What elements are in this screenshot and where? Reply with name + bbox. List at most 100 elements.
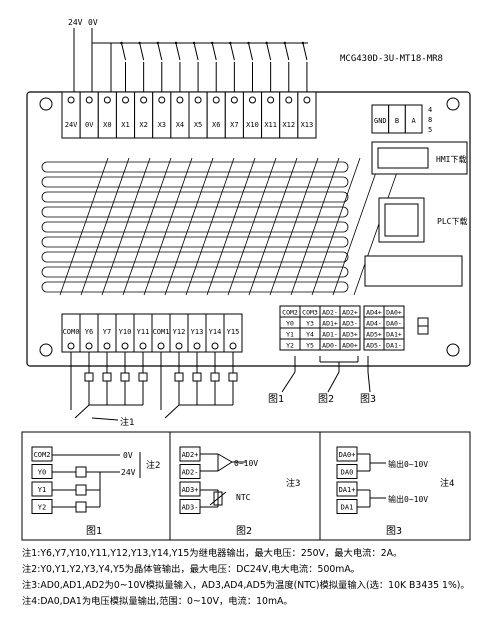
- top-terminal-x4: [170, 91, 190, 139]
- top-terminal-x6: [206, 91, 226, 139]
- relay-bus-lead: [74, 404, 90, 419]
- io-block-1-label: Y1: [286, 331, 294, 339]
- block-label-3: 图3: [360, 393, 376, 405]
- io-block-2-label: AD3-: [342, 320, 358, 328]
- fig1-terms-box: [31, 481, 53, 497]
- top-terminal-label: X2: [139, 121, 147, 129]
- io-block-2-label: AD1+: [322, 320, 338, 328]
- fig2-range: 0~10V: [234, 459, 258, 468]
- top-wiring: [73, 28, 308, 92]
- io-block-3-cell: [383, 338, 405, 351]
- io-block-1-label: COM2: [282, 309, 298, 317]
- relay-coil: [102, 372, 112, 382]
- io-block-2-label: AD1-: [322, 331, 338, 339]
- relay-coil: [138, 372, 148, 382]
- fig2-terms-box: [179, 481, 201, 497]
- relay-coil: [210, 372, 220, 382]
- output-terminal-label: Y15: [227, 328, 240, 336]
- fig3-out-1: 输出0~10V: [388, 459, 428, 469]
- output-terminal-label: Y11: [137, 328, 150, 336]
- vent-hatch: [332, 157, 382, 296]
- terminal-screw: [267, 96, 275, 104]
- switch-contact: [302, 42, 308, 61]
- fig3-caption: 图3: [386, 525, 402, 537]
- terminal-screw: [85, 96, 93, 104]
- io-block-2-label: AD2-: [322, 309, 338, 317]
- mount-hole-br: [446, 343, 460, 357]
- io-block-3-label: DA0-: [386, 320, 402, 328]
- relay-coil: [120, 372, 130, 382]
- top-terminal-label: X4: [176, 121, 184, 129]
- switch-contact: [121, 42, 126, 61]
- fig2-terms-label: AD2-: [182, 469, 199, 477]
- output-terminal-label: COM0: [63, 328, 80, 336]
- top-terminal-label: X3: [158, 121, 166, 129]
- terminal-screw: [230, 96, 238, 104]
- fig1-24v: 24V: [121, 468, 136, 477]
- fig2-terms-label: AD3+: [182, 486, 199, 494]
- vent-slot: [41, 281, 349, 293]
- terminal-screw: [211, 342, 219, 350]
- io-block-3-label: AD4-: [366, 320, 382, 328]
- terminal-screw: [157, 342, 165, 350]
- io-block-3-label: AD5-: [366, 342, 382, 350]
- plc-label: PLC下载: [437, 216, 467, 226]
- top-terminal-label: X11: [264, 121, 277, 129]
- top-terminal-x10: [242, 91, 263, 139]
- top-terminal-label: X5: [194, 121, 202, 129]
- terminal-screw: [194, 96, 202, 104]
- io-block-1-label: COM3: [302, 309, 318, 317]
- io-block-3-label: DA1+: [386, 331, 402, 339]
- switch-dot: [229, 41, 232, 45]
- fig1-terms-label: COM2: [34, 451, 51, 459]
- fig1-0v: 0V: [123, 451, 133, 460]
- vent-hatch: [206, 157, 256, 296]
- top-terminal-x13: [297, 91, 317, 139]
- top-terminal-label: X7: [230, 121, 238, 129]
- relay-coil: [84, 372, 94, 382]
- mount-hole-tl: [39, 97, 53, 111]
- figure-2: AD2+AD2-AD3+AD3- 0~10V NTC 注3 图2: [179, 446, 300, 537]
- relay-coil: [192, 372, 202, 382]
- comm-side-8: 8: [428, 116, 432, 124]
- fig1-terms-label: Y1: [38, 486, 46, 494]
- terminal-screw: [103, 96, 111, 104]
- top-terminal-x0: [97, 91, 117, 139]
- note-marker-1: 注1: [120, 416, 134, 428]
- fig3-terms-label: DA0+: [339, 451, 356, 459]
- top-terminal-x7: [224, 91, 244, 139]
- switch-dot: [211, 41, 214, 45]
- vent-hatch: [143, 157, 193, 296]
- relay-wiring: [70, 352, 238, 421]
- fig2-terms-label: AD2+: [182, 451, 199, 459]
- io-block-3-label: AD5+: [366, 331, 382, 339]
- top-terminal-x12: [279, 91, 299, 139]
- top-terminal-label: X1: [121, 121, 129, 129]
- switch-dot: [247, 41, 250, 45]
- mount-hole-tr: [446, 97, 460, 111]
- top-terminal-x1: [115, 91, 136, 139]
- output-terminal-label: Y12: [173, 328, 186, 336]
- io-block-2-label: AD0+: [342, 342, 358, 350]
- io-block-1-label: Y5: [306, 342, 314, 350]
- note-leader: [91, 417, 119, 421]
- top-terminal-x5: [188, 91, 208, 139]
- output-terminal-label: COM1: [153, 328, 170, 336]
- vent-slot: [41, 236, 349, 248]
- supply-24v-label: 24V: [68, 18, 83, 27]
- terminal-screw: [67, 96, 75, 104]
- terminal-screw: [175, 342, 183, 350]
- note-2: 注2:Y0,Y1,Y2,Y3,Y4,Y5为晶体管输出，最大电压：DC24V,电大…: [22, 564, 360, 575]
- switch-dot: [156, 41, 159, 45]
- fig2-ntc: NTC: [236, 493, 251, 502]
- top-terminal-label: 24V: [65, 121, 78, 129]
- terminal-screw: [121, 342, 129, 350]
- top-terminal-x11: [261, 91, 281, 139]
- io-block-3-label: DA1-: [386, 342, 402, 350]
- top-terminal-label: X13: [301, 121, 314, 129]
- vent-slot: [41, 191, 349, 203]
- switch-contact: [139, 42, 145, 61]
